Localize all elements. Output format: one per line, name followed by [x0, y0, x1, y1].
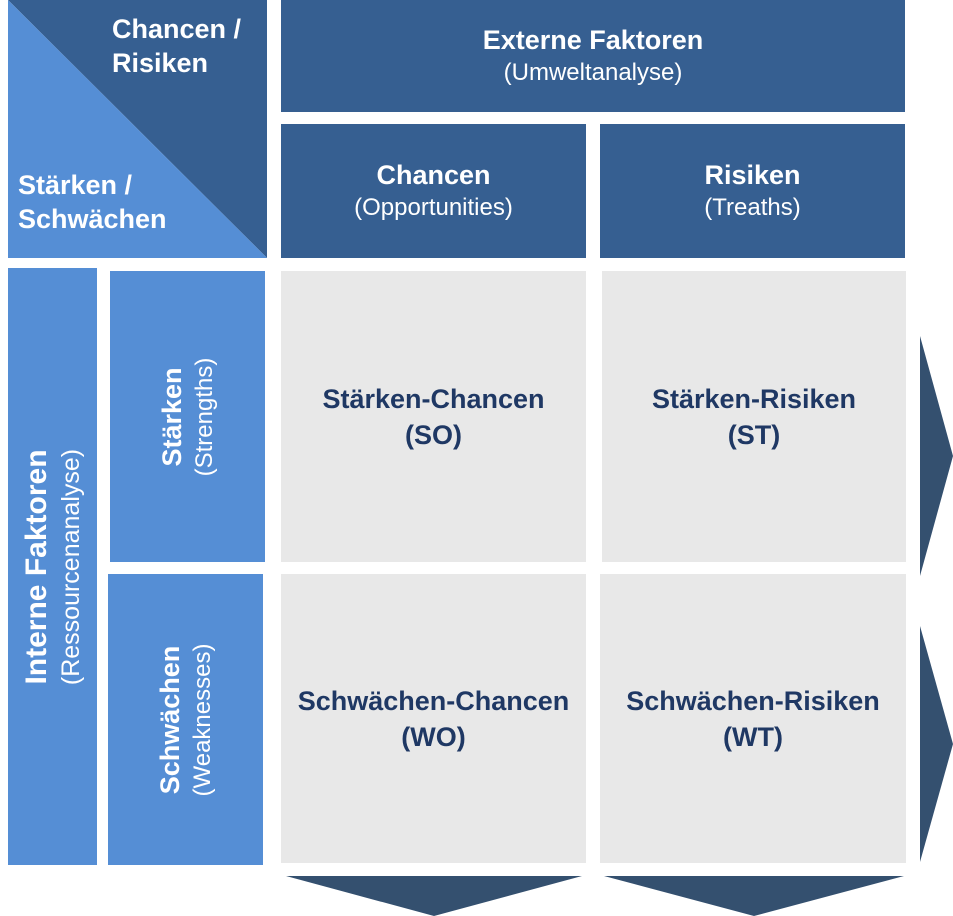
- opportunities-header: Chancen (Opportunities): [281, 124, 586, 258]
- risks-header: Risiken (Treaths): [600, 124, 905, 258]
- corner-split-box: [8, 0, 267, 258]
- external-factors-header: Externe Faktoren (Umweltanalyse): [281, 0, 905, 112]
- cell-strengths-opportunities: Stärken-Chancen (SO): [281, 271, 586, 562]
- corner-label-internal: Stärken / Schwächen: [18, 170, 167, 234]
- corner-lower-triangle: [8, 0, 267, 258]
- cell-weaknesses-opportunities: Schwächen-Chancen (WO): [281, 574, 586, 863]
- weaknesses-header: Schwächen (Weaknesses): [108, 574, 263, 865]
- cell-strengths-risks: Stärken-Risiken (ST): [602, 271, 906, 562]
- arrow-down-risks-icon: [604, 876, 904, 916]
- arrow-right-strengths-icon: [920, 336, 953, 576]
- strengths-header: Stärken (Strengths): [110, 271, 265, 562]
- cell-weaknesses-risks: Schwächen-Risiken (WT): [600, 574, 906, 863]
- corner-label-external: Chancen / Risiken: [112, 14, 242, 78]
- arrow-down-opportunities-icon: [286, 876, 582, 916]
- arrow-right-weaknesses-icon: [920, 626, 953, 862]
- internal-factors-header: Interne Faktoren (Ressourcenanalyse): [8, 268, 97, 865]
